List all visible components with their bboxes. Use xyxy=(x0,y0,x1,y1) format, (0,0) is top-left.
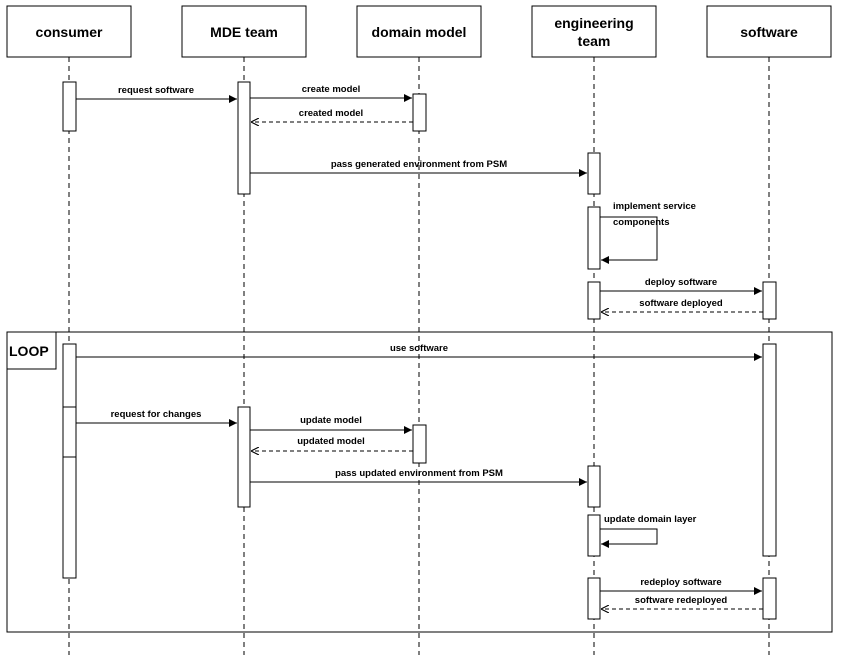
activation-mde-2 xyxy=(237,406,251,508)
activation-software-3 xyxy=(762,577,777,620)
message-arrow-update-domain-layer xyxy=(600,528,658,548)
participant-mde: MDE team xyxy=(181,5,307,58)
activation-software-2 xyxy=(762,343,777,557)
participant-eng-label-line2: team xyxy=(578,33,611,49)
message-label-redeploy-software: redeploy software xyxy=(640,577,721,588)
message-label-request-changes: request for changes xyxy=(111,409,202,420)
activation-eng-3 xyxy=(587,281,601,320)
activation-consumer-2 xyxy=(62,343,77,579)
activation-eng-2 xyxy=(587,206,601,270)
loop-frame: LOOP xyxy=(6,331,833,633)
activation-domain-1 xyxy=(412,93,427,132)
participant-domain-label: domain model xyxy=(372,24,467,40)
message-label-create-model: create model xyxy=(302,84,361,95)
message-label-software-deployed: software deployed xyxy=(639,298,723,309)
participant-domain: domain model xyxy=(356,5,482,58)
participant-software: software xyxy=(706,5,832,58)
message-label-use-software: use software xyxy=(390,343,448,354)
participant-consumer: consumer xyxy=(6,5,132,58)
message-arrow-implement-service xyxy=(600,216,658,264)
message-label-deploy-software: deploy software xyxy=(645,277,717,288)
activation-eng-4 xyxy=(587,465,601,508)
message-label-implement-service-line2: components xyxy=(613,217,669,228)
participant-consumer-label: consumer xyxy=(36,24,103,40)
participant-eng-label-line1: engineering xyxy=(554,15,633,31)
activation-consumer-1 xyxy=(62,81,77,132)
activation-eng-1 xyxy=(587,152,601,195)
activation-mde-1 xyxy=(237,81,251,195)
participant-eng: engineering team xyxy=(531,5,657,58)
participant-software-label: software xyxy=(740,24,798,40)
message-label-pass-generated: pass generated environment from PSM xyxy=(331,159,507,170)
activation-eng-5 xyxy=(587,514,601,557)
messages: request software create model created mo… xyxy=(76,84,763,609)
activation-domain-2 xyxy=(412,424,427,464)
message-label-update-domain-layer: update domain layer xyxy=(604,514,697,525)
message-label-created-model: created model xyxy=(299,108,363,119)
activation-eng-6 xyxy=(587,577,601,620)
activations xyxy=(62,81,777,620)
message-label-updated-model: updated model xyxy=(297,436,365,447)
message-label-implement-service-line1: implement service xyxy=(613,201,696,212)
loop-tag xyxy=(6,331,57,370)
message-label-update-model: update model xyxy=(300,415,362,426)
activation-consumer-3 xyxy=(62,406,77,458)
message-label-request-software: request software xyxy=(118,85,194,96)
message-label-pass-updated: pass updated environment from PSM xyxy=(335,468,503,479)
message-label-software-redeployed: software redeployed xyxy=(635,595,728,606)
loop-label: LOOP xyxy=(9,343,49,359)
participant-mde-label: MDE team xyxy=(210,24,278,40)
lifelines xyxy=(68,57,770,655)
activation-software-1 xyxy=(762,281,777,320)
